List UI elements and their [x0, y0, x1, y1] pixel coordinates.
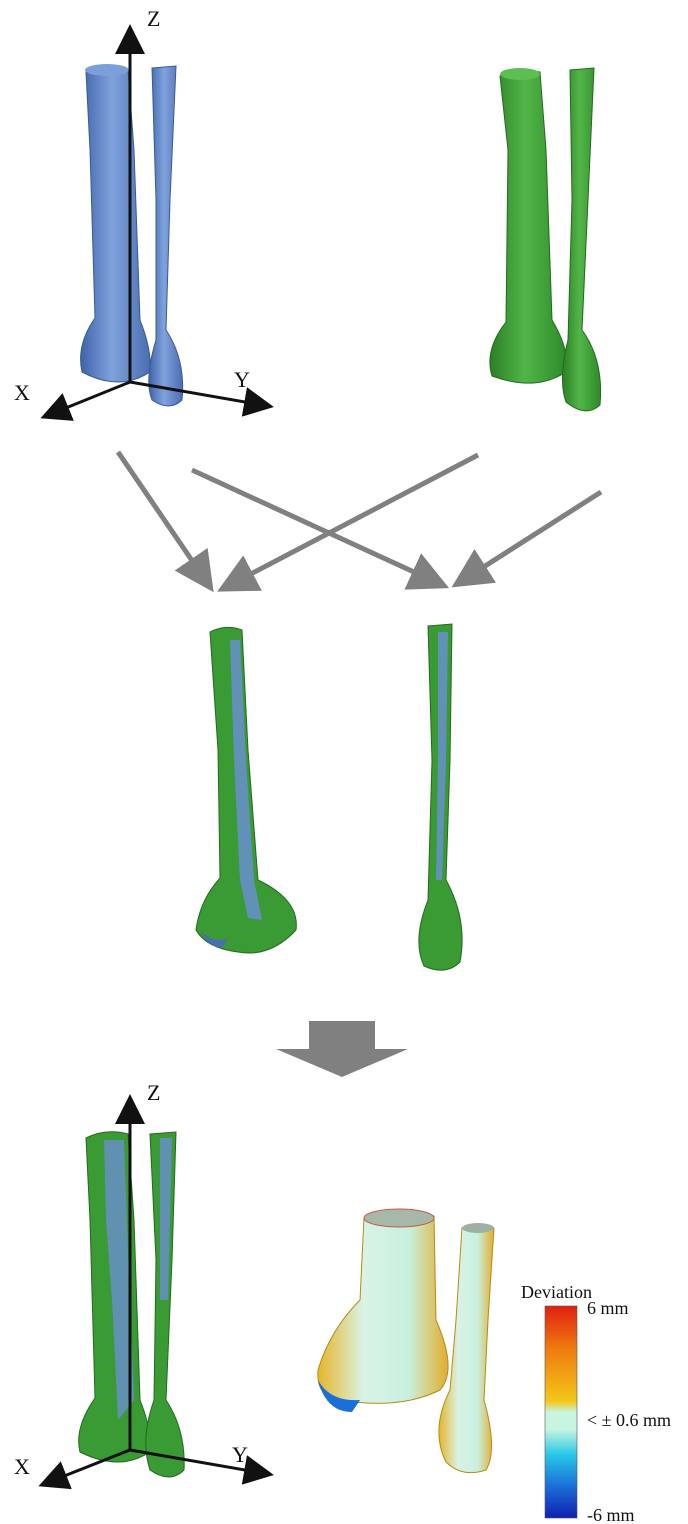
- legend-max-label: 6 mm: [587, 1298, 629, 1318]
- green-fibula: [562, 68, 600, 411]
- axis-label-z: Z: [147, 1080, 160, 1105]
- deviation-tibia: [318, 1211, 448, 1403]
- legend-title: Deviation: [521, 1282, 592, 1302]
- blue-fibula: [149, 66, 183, 406]
- blue-bone-model: [81, 64, 183, 406]
- blue-tibia: [81, 66, 151, 382]
- axis-label-y: Y: [232, 1442, 248, 1467]
- green-tibia: [490, 71, 567, 383]
- overlay-fibula: [419, 624, 462, 970]
- deviation-color-scale: [545, 1306, 577, 1518]
- registration-arrows: [118, 452, 601, 587]
- green-bone-model: [490, 68, 601, 411]
- axis-label-z: Z: [147, 6, 160, 31]
- deviation-map-model: [318, 1209, 494, 1473]
- deviation-legend: Deviation 6 mm < ± 0.6 mm -6 mm: [521, 1282, 671, 1524]
- overlay-tibia: [196, 627, 296, 953]
- axis-label-y: Y: [234, 367, 250, 392]
- deviation-fibula: [439, 1225, 494, 1473]
- legend-min-label: -6 mm: [587, 1505, 635, 1524]
- axis-label-x: X: [14, 1454, 30, 1479]
- axis-label-x: X: [14, 380, 30, 405]
- result-arrow: [276, 1021, 408, 1077]
- legend-mid-label: < ± 0.6 mm: [587, 1410, 671, 1430]
